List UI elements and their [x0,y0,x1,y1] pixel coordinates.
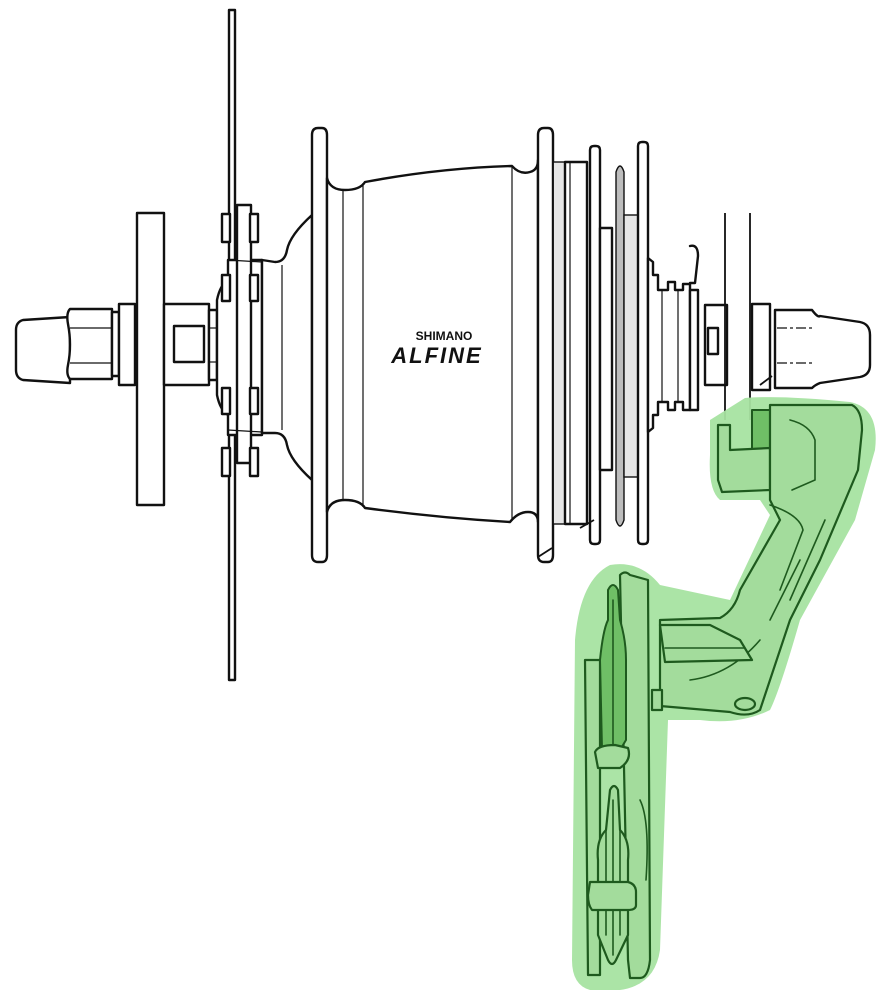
left-axle-nut [14,302,137,387]
right-frame-dropout [724,213,751,420]
left-axle-spacer [162,302,219,387]
chain-tensioner-highlight[interactable] [572,397,876,991]
hub-logo: SHIMANO ALFINE [390,329,482,368]
left-frame-dropout [135,211,166,507]
left-hub-shoulder [260,213,314,482]
right-axle-nut [750,302,872,392]
model-text: ALFINE [390,343,482,368]
right-hub-rings [552,140,729,546]
break-marks [537,375,773,558]
rotor-mount [215,203,264,478]
brand-text: SHIMANO [416,329,473,343]
hub-shell [310,126,555,564]
